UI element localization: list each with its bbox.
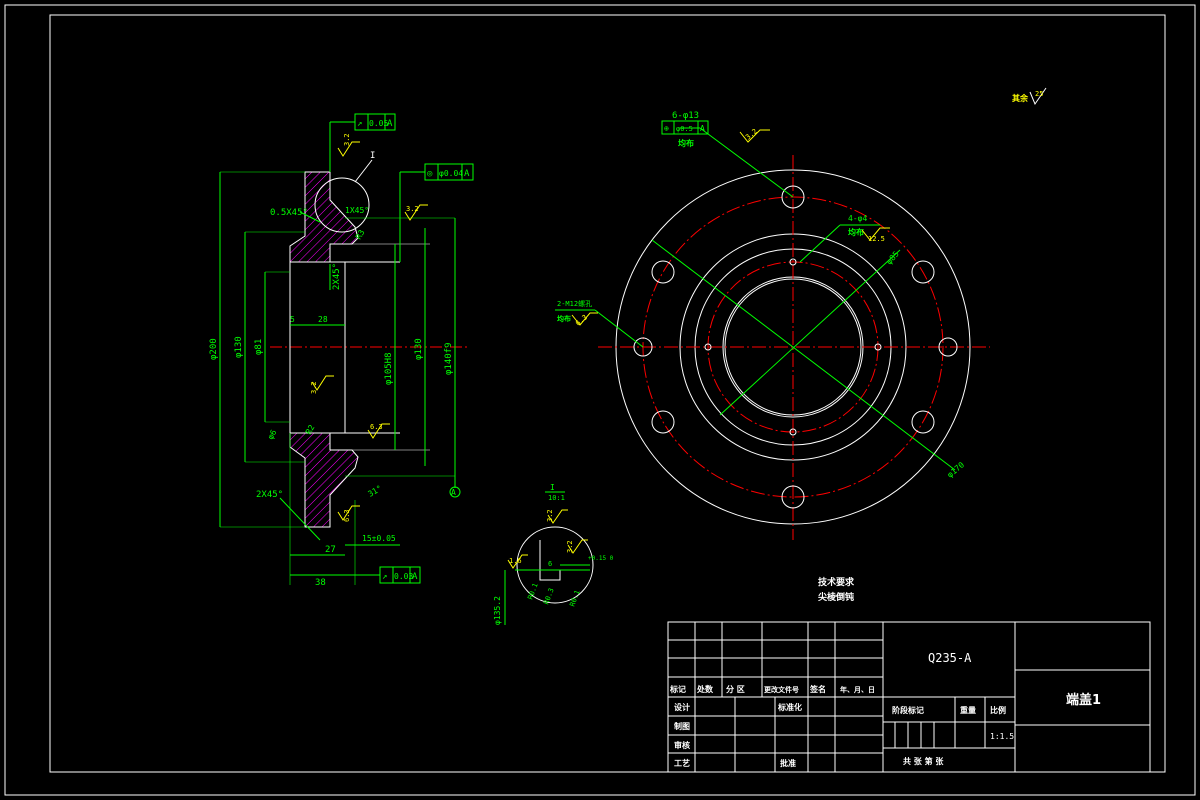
notes-line1: 尖棱倒钝 [818, 591, 854, 603]
detail-rough-2: 1.6 [509, 557, 522, 565]
dim-38: 38 [315, 578, 326, 588]
plan-rough-a: 3.2 [744, 127, 759, 141]
global-roughness-label: 其余 [1012, 93, 1029, 103]
title-block [667, 621, 1151, 773]
detail-dim-dia: φ135.2 [493, 596, 502, 625]
holes-2-label: 2-M12螺孔 [557, 299, 592, 308]
part-name: 端盖1 [1066, 692, 1101, 708]
section-outline [330, 261, 346, 434]
runout-top-datum: A [387, 119, 393, 129]
holes-6-tol-symbol: ⊕ [664, 124, 669, 133]
dim-pcd: φ130 [234, 336, 244, 358]
position-tol-value: φ0.04 [439, 169, 463, 178]
position-tol-symbol: ◎ [427, 169, 433, 179]
detail-marker-label: I [370, 151, 375, 161]
hdr-sign: 签名 [809, 684, 826, 694]
hdr-mark: 标记 [669, 684, 686, 694]
detail-dim-6: 6 [548, 560, 552, 568]
detail-rough-3: 3.2 [566, 540, 574, 553]
position-tol-datum: A [464, 169, 470, 179]
detail-dim-tol: +0.15 0 [588, 555, 614, 562]
plan-rough-b: 12.5 [868, 235, 885, 243]
section-view: I ↗ 0.05 A ◎ φ0.04 A φ200 φ130 φ81 [209, 113, 474, 588]
dim-15: 15±0.05 [362, 534, 396, 543]
notes-title: 技术要求 [818, 576, 855, 588]
dim-r3: R3 [354, 228, 367, 241]
rough-4: 6.3 [370, 423, 383, 431]
detail-view: I 10:1 φ135.2 6 R0.1 R0.3 R0.1 +0.15 0 3… [493, 483, 614, 625]
dim-bore-small: φ81 [254, 339, 264, 355]
holes-4-note: 均布 [848, 227, 864, 237]
detail-title: I [550, 483, 555, 492]
holes-6-tol-datum: A [700, 124, 705, 133]
detail-dim-r3: R0.1 [568, 589, 581, 608]
runout-top-value: 0.05 [369, 119, 388, 128]
plan-view: 6-φ13 ⊕ φ0.5 A 均布 4-φ4 均布 2-M12螺孔 均布 φ85… [555, 111, 990, 540]
global-roughness: 其余 25 [1012, 87, 1047, 106]
chamfer-bore: 2X45° [332, 263, 342, 290]
dim-hub: φ130 [414, 338, 424, 360]
row-std: 标准化 [777, 702, 802, 712]
global-roughness-value: 25 [1035, 90, 1043, 98]
ratio-value: 1:1.5 [990, 732, 1014, 741]
dim-5: 5 [290, 315, 295, 324]
stage: 阶段标记 [892, 705, 924, 715]
dim-outer-dia: φ200 [209, 338, 219, 360]
detail-circle-marker [314, 177, 370, 233]
holes-6-label: 6-φ13 [672, 111, 699, 121]
row-design: 设计 [674, 702, 690, 712]
dim-6: φ6 [266, 428, 279, 441]
chamfer-inner: 1X45° [345, 206, 369, 215]
plan-rough-c: 6.3 [574, 313, 589, 327]
rough-3: 3.2 [310, 381, 318, 394]
rough-5: 6.3 [343, 509, 351, 522]
hdr-zone: 分 区 [726, 684, 745, 694]
rough-1: 3.2 [343, 133, 351, 146]
sheets: 共 张 第 张 [903, 756, 944, 766]
row-approve: 批准 [780, 758, 796, 768]
runout-top-symbol: ↗ [357, 119, 362, 129]
holes-6-tol-value: φ0.5 [676, 125, 693, 133]
title-block-text: Q235-A 端盖1 标记 处数 分 区 更改文件号 签名 年、月、日 设计 标… [669, 651, 1101, 768]
hdr-count: 处数 [696, 684, 714, 694]
detail-rough-1: 3.2 [546, 509, 554, 522]
runout-bottom-value: 0.03 [394, 572, 413, 581]
dim-bore: φ105H8 [384, 352, 394, 385]
ratio: 比例 [990, 705, 1006, 715]
detail-dim-r1: R0.1 [526, 582, 539, 601]
dim-27: 27 [325, 545, 336, 555]
holes-6-note: 均布 [678, 138, 694, 148]
detail-scale: 10:1 [548, 494, 565, 502]
technical-notes: 技术要求 尖棱倒钝 [818, 576, 855, 603]
weight: 重量 [960, 705, 976, 715]
detail-circle [516, 526, 594, 604]
dia-outer: φ170 [946, 460, 967, 479]
chamfer-outer: 0.5X45° [270, 208, 308, 218]
outer-frame [4, 4, 1196, 796]
hdr-date: 年、月、日 [840, 685, 875, 694]
chamfer-bottom: 2X45° [256, 490, 283, 500]
rough-2: 3.2 [406, 205, 419, 213]
runout-bottom-datum: A [412, 572, 418, 582]
row-process: 工艺 [674, 758, 690, 768]
angle: 31° [367, 484, 384, 499]
holes-2-note: 均布 [557, 314, 571, 323]
material: Q235-A [928, 651, 972, 665]
datum-a: A [451, 488, 456, 497]
inner-frame [49, 14, 1166, 773]
holes-4-label: 4-φ4 [848, 214, 867, 223]
dim-spigot: φ140f9 [444, 342, 454, 375]
hdr-doc: 更改文件号 [764, 685, 799, 694]
dim-r2: R2 [304, 423, 317, 436]
runout-bottom-symbol: ↗ [382, 572, 387, 582]
row-draw: 制图 [674, 721, 690, 731]
dim-28: 28 [318, 315, 328, 324]
row-check: 审核 [674, 740, 690, 750]
